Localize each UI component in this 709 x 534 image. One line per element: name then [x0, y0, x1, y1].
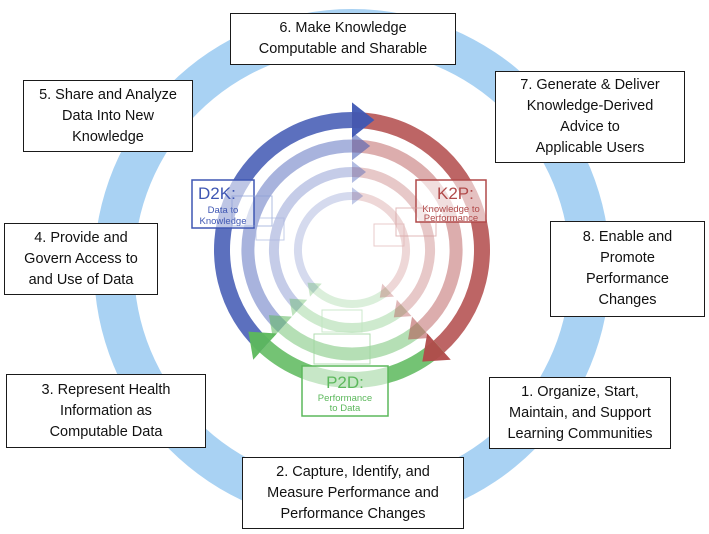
p2d-desc-1: Performance — [318, 393, 372, 404]
p2d-arc-inner — [296, 304, 408, 333]
k2p-code: K2P: — [437, 184, 474, 203]
step-8-box: 8. Enable and Promote Performance Change… — [550, 221, 705, 317]
d2k-arrowhead-core — [352, 187, 364, 205]
k2p-arc-core — [351, 192, 410, 294]
step-4-box: 4. Provide and Govern Access to and Use … — [4, 223, 158, 295]
cycle-arrowheads — [248, 102, 451, 362]
d2k-desc-2: Knowledge — [199, 216, 246, 227]
k2p-arrowhead-core — [379, 283, 395, 298]
k2p-desc-2: Performance — [424, 213, 478, 224]
p2d-code: P2D: — [326, 373, 364, 392]
d2k-code: D2K: — [198, 184, 236, 203]
step-3-box: 3. Represent Health Information as Compu… — [6, 374, 206, 448]
step-2-box: 2. Capture, Identify, and Measure Perfor… — [242, 457, 464, 529]
p2d-arrowhead-inner — [289, 298, 308, 317]
p2d-arc-core — [313, 287, 391, 308]
d2k-arc-mid — [241, 139, 353, 333]
k2p-label-group: K2P: Knowledge to Performance — [373, 179, 487, 247]
step-8-text: 8. Enable and Promote Performance Change… — [582, 229, 673, 308]
k2p-arrowhead-mid — [408, 316, 432, 340]
k2p-arrowhead-inner — [393, 299, 412, 318]
d2k-arrowhead-outer — [352, 102, 375, 138]
d2k-desc-1: Data to — [208, 205, 239, 216]
step-1-text: 1. Organize, Start, Maintain, and Suppor… — [507, 383, 653, 442]
d2k-label-group: D2K: Data to Knowledge — [191, 179, 285, 241]
p2d-arrowhead-outer — [248, 331, 277, 360]
k2p-desc-1: Knowledge to — [422, 204, 480, 215]
step-4-text: 4. Provide and Govern Access to and Use … — [24, 229, 138, 288]
step-2-text: 2. Capture, Identify, and Measure Perfor… — [267, 463, 439, 522]
p2d-arrowhead-core — [307, 282, 322, 297]
step-3-text: 3. Represent Health Information as Compu… — [41, 381, 171, 440]
d2k-arc-inner — [269, 167, 353, 312]
step-6-box: 6. Make Knowledge Computable and Sharabl… — [230, 13, 456, 65]
step-1-box: 1. Organize, Start, Maintain, and Suppor… — [489, 377, 671, 449]
p2d-arc-mid — [278, 322, 426, 361]
step-7-text: 7. Generate & Deliver Knowledge-Derived … — [520, 77, 660, 156]
d2k-arrowhead-mid — [352, 131, 371, 161]
step-6-text: 6. Make Knowledge Computable and Sharabl… — [258, 20, 428, 57]
p2d-label-group: P2D: Performance to Data — [301, 309, 389, 417]
cycle-arcs — [214, 112, 490, 388]
step-5-text: 5. Share and Analyze Data Into New Knowl… — [39, 86, 177, 145]
d2k-arc-core — [294, 192, 353, 294]
inner-white-disc — [134, 49, 570, 485]
d2k-arrowhead-inner — [352, 161, 366, 183]
step-5-box: 5. Share and Analyze Data Into New Knowl… — [23, 80, 193, 152]
step-7-box: 7. Generate & Deliver Knowledge-Derived … — [495, 71, 685, 163]
k2p-arrowhead-outer — [422, 333, 451, 362]
p2d-arrowhead-mid — [268, 315, 292, 338]
p2d-desc-2: to Data — [330, 403, 361, 414]
